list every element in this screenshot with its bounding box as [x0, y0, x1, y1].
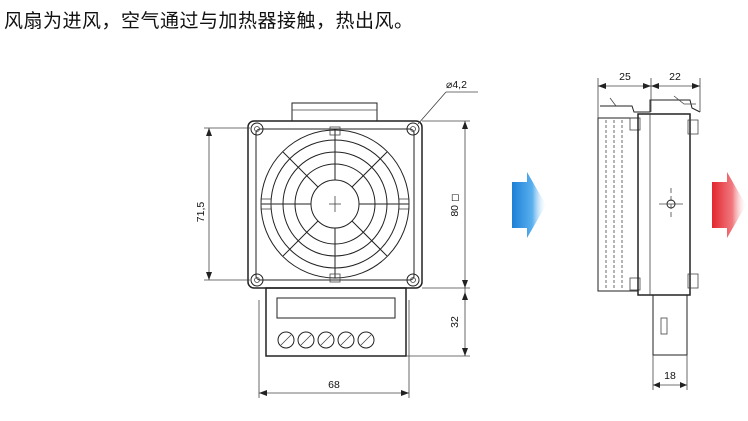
front-view: 71,5 80 ◻ 32 68 ⌀4,2: [195, 79, 478, 398]
terminal-block: [265, 287, 407, 357]
dim-25: 25: [619, 71, 631, 83]
dim-hole-diameter: ⌀4,2: [446, 79, 467, 91]
top-tab: [291, 102, 378, 122]
caption-text: 风扇为进风，空气通过与加热器接触，热出风。: [4, 10, 414, 32]
inlet-arrow-icon: [512, 172, 546, 238]
outlet-arrow-icon: [712, 172, 746, 238]
dim-22: 22: [669, 71, 681, 83]
label-window: [276, 297, 396, 319]
fan-grill: [260, 126, 410, 283]
dim-80: 80 ◻: [449, 193, 461, 216]
mounting-holes: [250, 122, 420, 287]
terminal-side: [652, 294, 688, 356]
dim-32: 32: [449, 316, 461, 328]
dim-71-5: 71,5: [195, 202, 207, 223]
dim-18: 18: [664, 370, 676, 382]
fan-side: [597, 117, 639, 292]
dim-68: 68: [328, 379, 340, 391]
heater-body: [637, 113, 691, 296]
side-view: 25 22 18: [597, 71, 701, 390]
din-clip: [600, 99, 701, 113]
